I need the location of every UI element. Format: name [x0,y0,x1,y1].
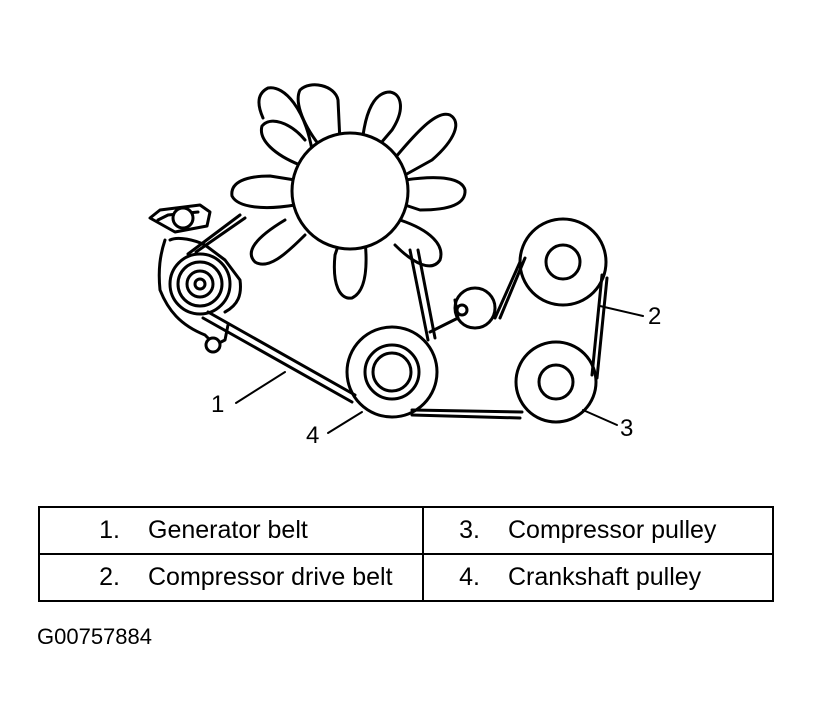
generator [148,203,242,354]
compressor-drive-belt [408,248,609,420]
callout-1: 1 [211,391,224,418]
crankshaft-pulley [345,325,439,419]
legend-number: 3. [459,516,480,544]
legend-label: Compressor drive belt [148,563,393,591]
legend-label: Generator belt [148,516,308,544]
idler-pulley [453,286,497,330]
legend-row: 2. Compressor drive belt 4. Crankshaft pul… [38,553,774,602]
callout-4: 4 [306,422,319,449]
legend-number: 2. [99,563,120,591]
callout-3: 3 [620,415,633,442]
generator-pulley [168,252,232,316]
legend-label: Compressor pulley [508,516,717,544]
legend-table: 1. Generator belt 3. Compressor pulley 2. C… [38,506,774,602]
compressor-pulley [518,217,608,307]
legend-number: 4. [459,563,480,591]
cooling-fan [230,83,467,300]
legend-label: Crankshaft pulley [508,563,702,591]
legend-cell: 1. Generator belt [38,506,424,555]
legend-cell: 2. Compressor drive belt [38,553,424,602]
legend-cell: 4. Crankshaft pulley [422,553,774,602]
callout-leaders [235,305,644,434]
figure-id: G00757884 [37,624,152,649]
legend-number: 1. [99,516,120,544]
generator-belt [186,213,357,404]
legend-row: 1. Generator belt 3. Compressor pulley [38,506,774,555]
belt-routing-diagram: 1 2 3 4 [148,83,661,449]
callout-labels: 1 2 3 4 [211,303,661,449]
callout-2: 2 [648,303,661,330]
fan-blades [230,83,467,300]
lower-right-pulley [514,340,598,424]
fan-hub [290,131,410,251]
legend-cell: 3. Compressor pulley [422,506,774,555]
